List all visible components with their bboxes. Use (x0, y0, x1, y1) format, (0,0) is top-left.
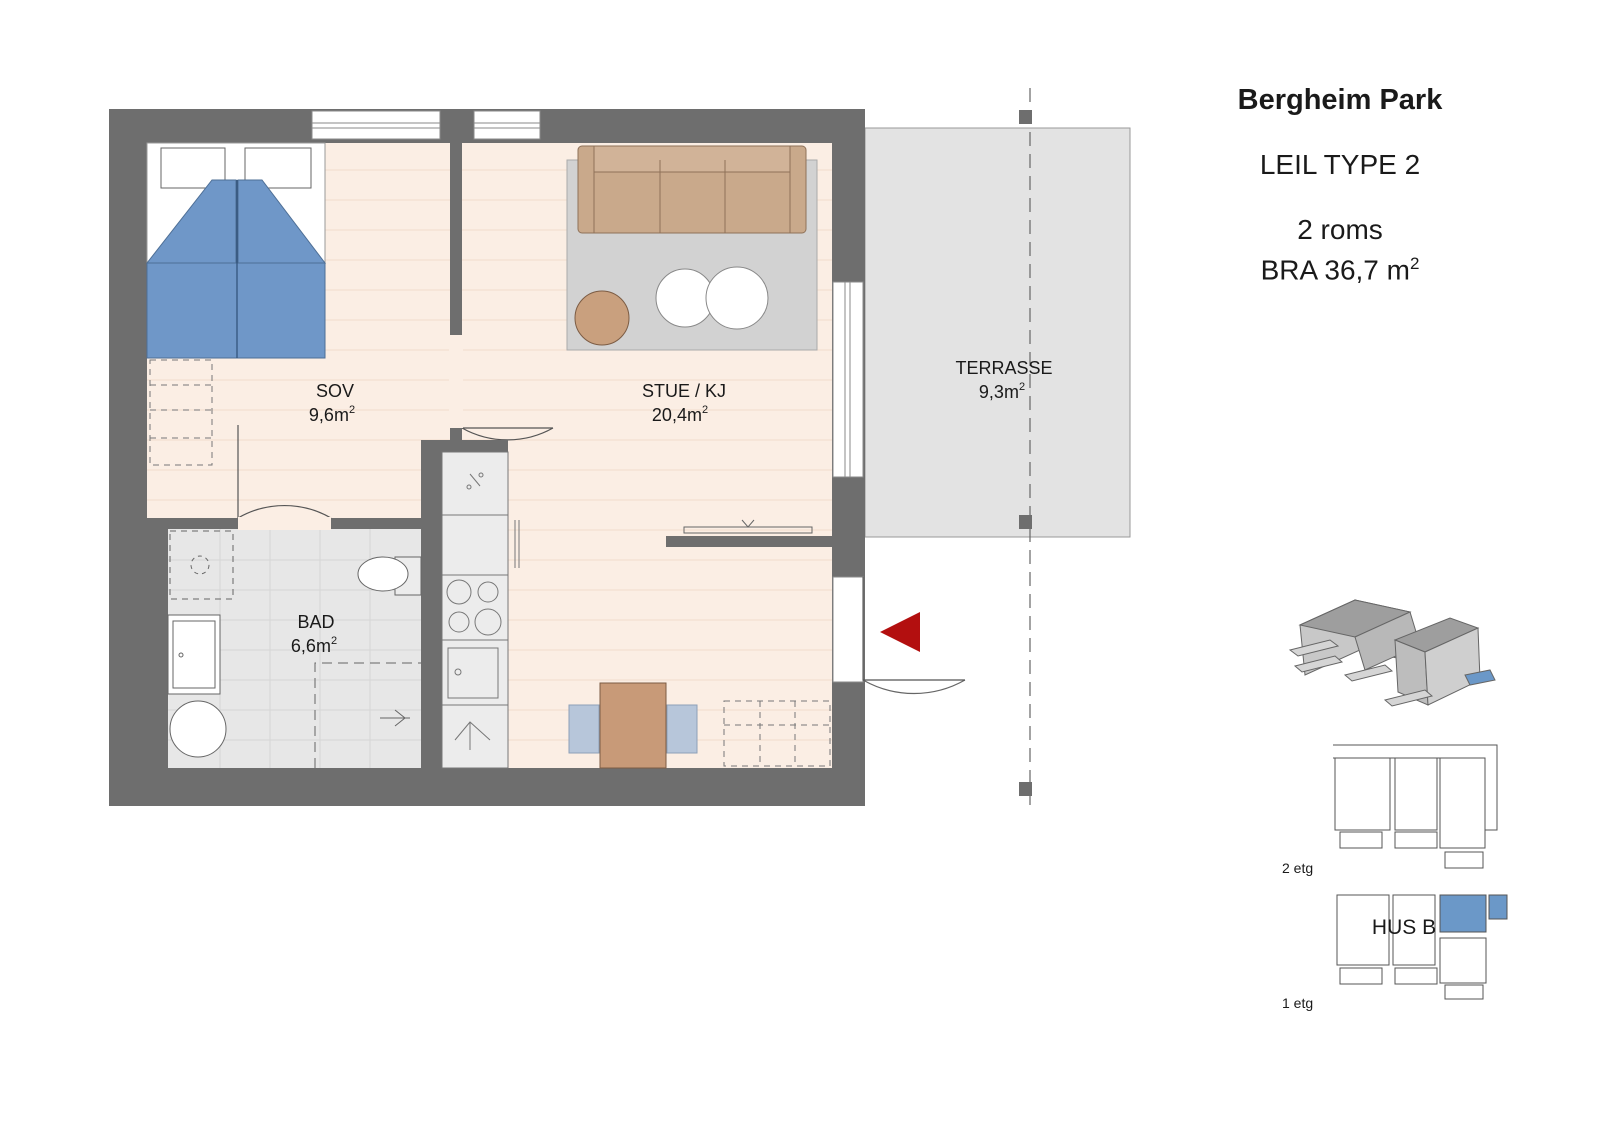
key-plan-2etg (1333, 744, 1498, 869)
column-marker (1019, 515, 1032, 529)
door-opening (238, 517, 331, 530)
bra-area-exponent: 2 (1409, 254, 1420, 273)
svg-text:20,4m2: 20,4m2 (652, 404, 708, 425)
column-marker (1019, 110, 1032, 124)
project-name: Bergheim Park (1237, 84, 1443, 116)
room-name: TERRASSE (955, 358, 1052, 378)
rooms-count: 2 roms (1297, 214, 1383, 245)
bathroom-fixtures (167, 530, 422, 768)
room-area: 9,6m (309, 405, 349, 425)
tv-shelf (683, 519, 813, 534)
unit-type: LEIL TYPE 2 (1259, 149, 1421, 180)
key-plan-1etg (1336, 894, 1508, 1000)
area-unit-exponent: 2 (1019, 381, 1025, 393)
area-unit-exponent: 2 (702, 404, 708, 416)
wardrobe (149, 359, 831, 767)
area-unit-exponent: 2 (349, 404, 355, 416)
room-name: BAD (297, 612, 334, 632)
bed (145, 142, 327, 359)
room-name: STUE / KJ (642, 381, 726, 401)
room-area: 6,6m (291, 636, 331, 656)
bra-area-value: BRA 36,7 m (1260, 254, 1410, 286)
room-label-terrasse: TERRASSE 9,3m2 (955, 358, 1052, 402)
entrance-arrow-icon (880, 612, 920, 652)
windows (311, 110, 864, 683)
building-3d-icon (1288, 599, 1496, 707)
column-marker (1019, 782, 1032, 796)
dining-set (568, 682, 698, 769)
svg-text:6,6m2: 6,6m2 (291, 635, 337, 656)
floor-label-2etg: 2 etg (1282, 860, 1314, 876)
area-unit-exponent: 2 (331, 635, 337, 647)
room-area: 9,3m (979, 382, 1019, 402)
svg-text:9,3m2: 9,3m2 (979, 381, 1025, 402)
floor-label-1etg: 1 etg (1282, 995, 1314, 1011)
room-label-bad: BAD 6,6m2 (291, 612, 337, 656)
room-name: SOV (316, 381, 354, 401)
terrace-area (864, 127, 1131, 538)
interior-walls (147, 109, 832, 768)
room-area: 20,4m (652, 405, 702, 425)
room-label-sov: SOV 9,6m2 (309, 381, 355, 425)
room-label-stue-kj: STUE / KJ 20,4m2 (642, 381, 726, 425)
svg-text:9,6m2: 9,6m2 (309, 404, 355, 425)
building-label: HUS B (1372, 916, 1436, 939)
bra-area: BRA 36,7 m2 (1180, 247, 1500, 287)
door-opening (449, 335, 463, 428)
kitchen-counter (441, 451, 520, 769)
living-furniture (566, 145, 818, 351)
title-block: Bergheim Park LEIL TYPE 2 2 roms BRA 36,… (1180, 84, 1500, 287)
